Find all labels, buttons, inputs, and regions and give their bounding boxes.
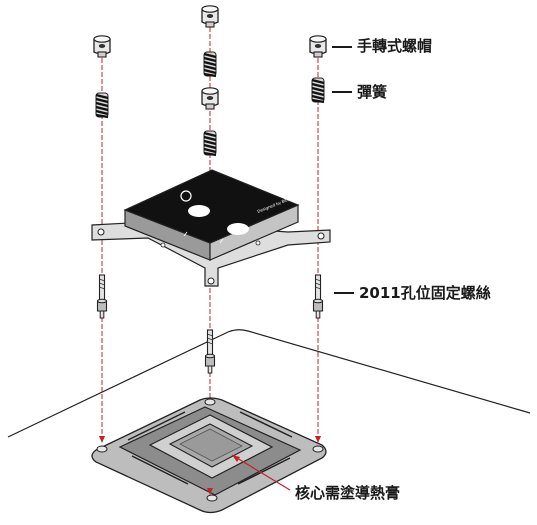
water-block: Designed by Bitspower	[91, 169, 331, 287]
spring-right	[310, 76, 326, 104]
thumb-screw-center-top	[201, 5, 219, 28]
cpu-socket	[91, 397, 327, 514]
port-right	[227, 223, 249, 235]
label-thermal-paste: 核心需塗導熱膏	[295, 484, 401, 502]
standoff-leader	[334, 292, 354, 294]
standoff-screw-right	[312, 274, 324, 319]
spring-leader	[332, 91, 352, 93]
spring-center	[202, 129, 218, 157]
guide-arrowheads	[99, 436, 321, 495]
label-standoff-screw: 2011孔位固定螺絲	[359, 284, 491, 302]
logo-icon	[180, 190, 192, 202]
thumb-screw-left	[93, 35, 111, 58]
spring-center-top	[202, 50, 218, 78]
thumb-screw-center	[201, 87, 219, 110]
standoff-screw-center	[204, 329, 216, 374]
thumb-screw-leader	[332, 46, 352, 48]
standoff-screw-left	[96, 274, 108, 319]
spring-left	[94, 91, 110, 119]
port-left	[188, 205, 210, 217]
label-spring: 彈簧	[357, 83, 388, 101]
motherboard-outline	[7, 329, 531, 438]
thermal-paste-pointer	[231, 454, 291, 491]
label-thumb-screw: 手轉式螺帽	[357, 37, 433, 55]
thumb-screw-right	[309, 35, 327, 58]
block-top-surface	[123, 169, 300, 244]
